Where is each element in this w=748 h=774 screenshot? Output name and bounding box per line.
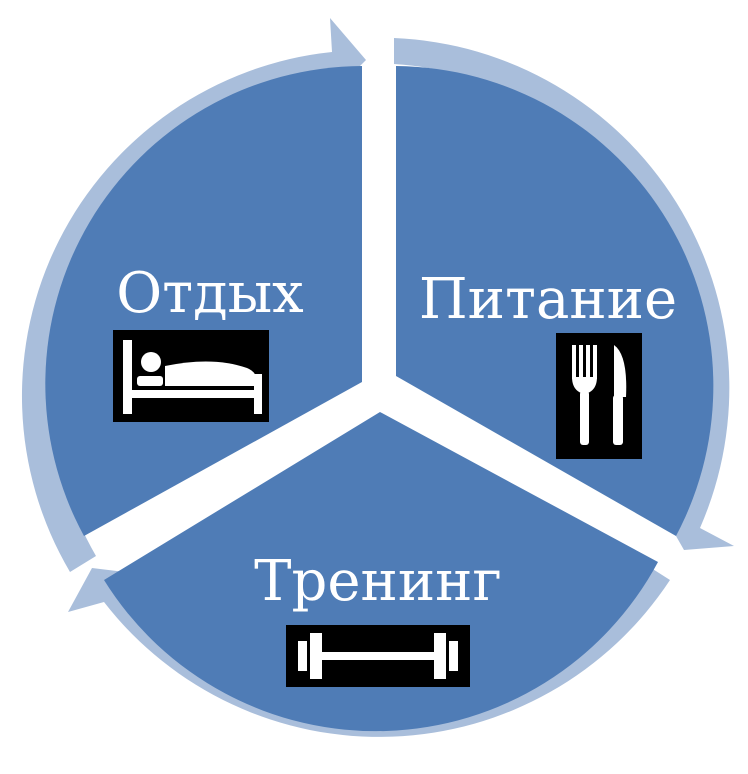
fork-knife-icon <box>556 333 642 459</box>
segment-label-training: Тренинг <box>254 549 502 614</box>
segment-label-nutrition: Питание <box>419 267 677 332</box>
arrow-nutrition-to-training <box>394 38 734 550</box>
segment-label-rest: Отдых <box>116 261 304 326</box>
segment-training <box>104 412 658 732</box>
dumbbell-icon <box>286 625 470 687</box>
bed-icon <box>113 330 269 422</box>
